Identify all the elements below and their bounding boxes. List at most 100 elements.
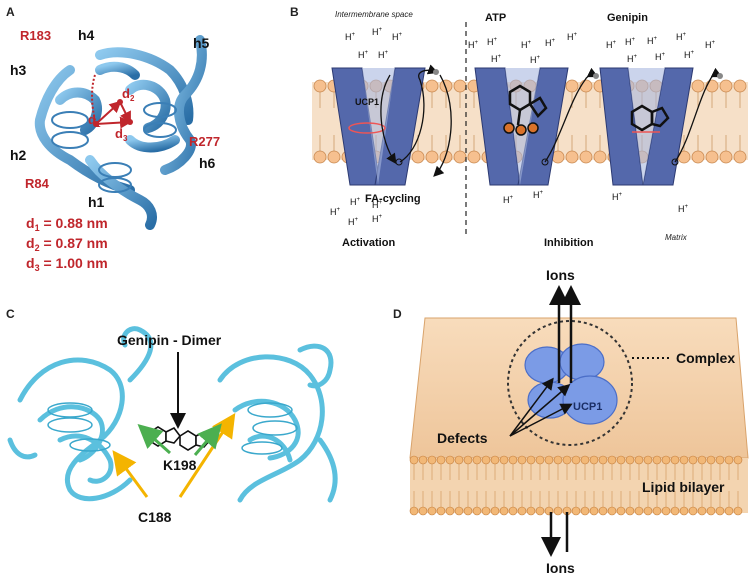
lipid-head bbox=[411, 150, 425, 164]
helix-h2: h2 bbox=[10, 147, 27, 163]
d1-label: d1 bbox=[88, 112, 101, 129]
proton-label: H+ bbox=[647, 36, 658, 46]
lipid-head bbox=[463, 506, 473, 516]
lipid-head bbox=[643, 506, 653, 516]
lipid-head bbox=[565, 79, 579, 93]
atp-label: ATP bbox=[485, 12, 506, 24]
lipid-head bbox=[565, 150, 579, 164]
matrix-label: Matrix bbox=[665, 233, 688, 242]
d2-label: d2 bbox=[122, 86, 135, 103]
lipid-head bbox=[454, 455, 464, 465]
panel-d: D UCP1 Ions Ions Defects Complex Lipid b… bbox=[393, 267, 749, 576]
proton-label: H+ bbox=[330, 207, 341, 217]
r84-atom bbox=[93, 121, 99, 127]
k198-arrow-right bbox=[193, 423, 222, 456]
c188-arrow-right bbox=[178, 412, 236, 498]
lipid-head bbox=[517, 455, 527, 465]
lipid-head bbox=[490, 506, 500, 516]
ucp1-monomer-2 bbox=[559, 343, 605, 381]
proton-label: H+ bbox=[627, 54, 638, 64]
lipid-bilayer-label: Lipid bilayer bbox=[642, 479, 725, 495]
lipid-head bbox=[409, 506, 419, 516]
inhibition-label: Inhibition bbox=[544, 237, 594, 249]
ucp1-monomer-4 bbox=[562, 375, 618, 425]
lipid-head bbox=[544, 455, 554, 465]
lipid-head bbox=[454, 506, 464, 516]
lipid-head bbox=[463, 455, 473, 465]
lipid-head bbox=[691, 150, 705, 164]
fatty-acid-head-2 bbox=[433, 69, 439, 75]
lipid-head bbox=[579, 150, 593, 164]
lipid-head bbox=[499, 455, 509, 465]
lipid-head bbox=[625, 455, 635, 465]
proton-label: H+ bbox=[521, 40, 532, 50]
lipid-head bbox=[313, 150, 327, 164]
ucp1-channel-atp bbox=[474, 67, 599, 186]
lipid-head bbox=[589, 506, 599, 516]
r183-atom bbox=[117, 99, 123, 105]
proton-label: H+ bbox=[392, 32, 403, 42]
proton-label: H+ bbox=[684, 50, 695, 60]
ucp1-label-d: UCP1 bbox=[573, 401, 602, 413]
proton-label: H+ bbox=[533, 190, 544, 200]
helix-coils-c bbox=[47, 402, 298, 455]
panel-label-b: B bbox=[290, 5, 299, 19]
panel-a: A R183 h bbox=[6, 5, 220, 273]
lipid-head bbox=[705, 150, 719, 164]
panel-label-a: A bbox=[6, 5, 15, 19]
proton-label: H+ bbox=[372, 214, 383, 224]
d3-arrow bbox=[95, 116, 132, 129]
lipid-head bbox=[616, 455, 626, 465]
distance-d3: d3 = 1.00 nm bbox=[26, 255, 108, 273]
proton-label: H+ bbox=[503, 195, 514, 205]
lipid-head bbox=[418, 455, 428, 465]
lipid-head bbox=[598, 455, 608, 465]
proton-label: H+ bbox=[612, 192, 623, 202]
lipid-head bbox=[445, 506, 455, 516]
lipid-head bbox=[453, 150, 467, 164]
ions-top-label: Ions bbox=[546, 267, 575, 283]
proton-label: H+ bbox=[345, 32, 356, 42]
residue-r183: R183 bbox=[20, 28, 51, 43]
lipid-head bbox=[562, 455, 572, 465]
lipid-head bbox=[535, 506, 545, 516]
genipin-dimer-label: Genipin - Dimer bbox=[117, 332, 222, 348]
lipid-head bbox=[715, 455, 725, 465]
lipid-head bbox=[526, 455, 536, 465]
atp-fa-arrow bbox=[544, 67, 599, 163]
defects-label: Defects bbox=[437, 430, 488, 446]
lipid-head bbox=[580, 506, 590, 516]
lipid-head bbox=[634, 455, 644, 465]
lipid-head bbox=[715, 506, 725, 516]
phosphate-2 bbox=[515, 124, 527, 136]
helix-h1: h1 bbox=[88, 194, 105, 210]
fa-cycling-arrow-2 bbox=[380, 74, 397, 165]
d2-arrow bbox=[95, 100, 122, 125]
proton-label: H+ bbox=[378, 50, 389, 60]
proton-label: H+ bbox=[678, 204, 689, 214]
fatty-acid-head-1 bbox=[395, 158, 403, 166]
ions-bottom-label: Ions bbox=[546, 560, 575, 576]
proton-label: H+ bbox=[468, 40, 479, 50]
defect-arrow-1 bbox=[509, 377, 554, 437]
ucp1-channel-activation: UCP1 bbox=[331, 64, 452, 186]
lipid-head bbox=[427, 455, 437, 465]
complex-label: Complex bbox=[676, 350, 735, 366]
intermembrane-space-label: Intermembrane space bbox=[335, 10, 413, 19]
proton-label: H+ bbox=[348, 217, 359, 227]
proton-label: H+ bbox=[350, 197, 361, 207]
lipid-head bbox=[625, 506, 635, 516]
lipid-head bbox=[436, 455, 446, 465]
lipid-head bbox=[436, 506, 446, 516]
panel-b: B Intermembrane space ATP Genipin UCP1 bbox=[290, 5, 748, 249]
activation-label: Activation bbox=[342, 237, 395, 249]
lipid-head bbox=[688, 506, 698, 516]
ucp1-channel-genipin bbox=[599, 67, 723, 186]
lipid-head bbox=[724, 506, 734, 516]
lipid-head bbox=[535, 455, 545, 465]
lipid-head bbox=[593, 150, 607, 164]
lipid-head bbox=[691, 79, 705, 93]
proton-label: H+ bbox=[372, 27, 383, 37]
lipid-head bbox=[553, 455, 563, 465]
